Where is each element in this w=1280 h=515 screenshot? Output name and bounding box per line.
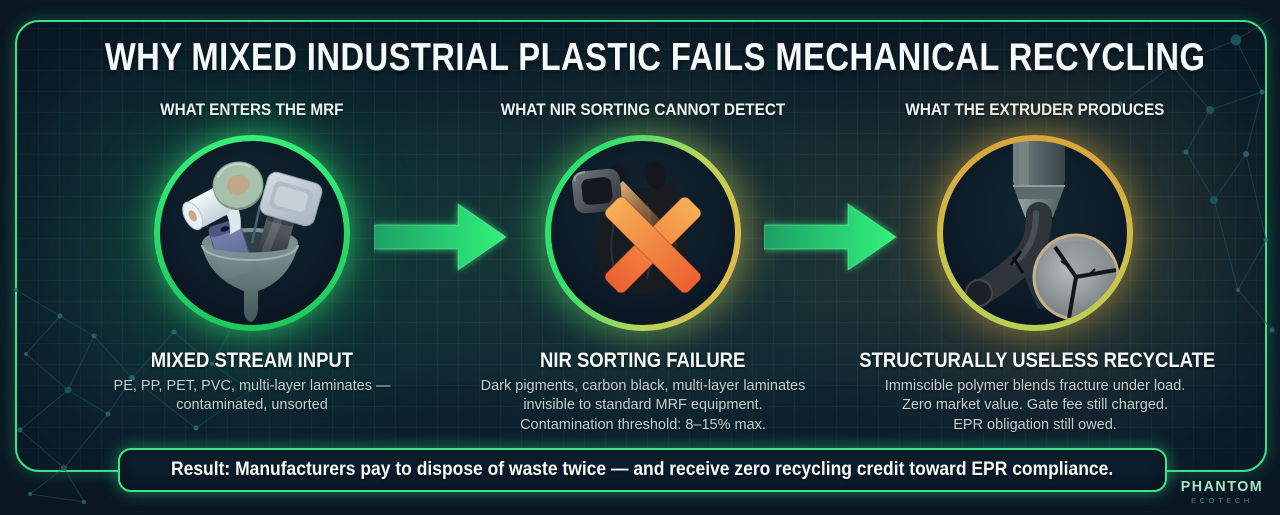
nir-scanner-black-bag-x-icon <box>572 162 702 294</box>
subtitle-mixed-stream-input: MIXED STREAM INPUT <box>150 349 354 372</box>
brand-tagline: ECOTECH <box>1191 496 1253 505</box>
extruder-cracked-strand-icon <box>965 141 1120 321</box>
cracked-cross-section <box>1032 233 1120 321</box>
subtitle-useless-recyclate: STRUCTURALLY USELESS RECYCLATE <box>859 349 1216 372</box>
phantom-ecotech-logo: PHANTOM ECOTECH <box>1172 478 1272 505</box>
circle-nir-failure <box>545 135 741 331</box>
subtitle-nir-sorting-failure: NIR SORTING FAILURE <box>540 349 746 372</box>
nir-scanner-head <box>572 168 622 214</box>
page-title: WHY MIXED INDUSTRIAL PLASTIC FAILS MECHA… <box>104 36 1206 79</box>
result-text: Result: Manufacturers pay to dispose of … <box>171 459 1114 480</box>
body-mixed-stream-input: PE, PP, PET, PVC, multi-layer laminates … <box>113 378 391 414</box>
flow-arrow-right-icon <box>374 203 507 271</box>
circle-useless-recyclate <box>937 135 1133 331</box>
circle-mixed-stream <box>154 135 350 331</box>
mixed-plastics-funnel-icon <box>182 161 323 322</box>
column-header-extruder: WHAT THE EXTRUDER PRODUCES <box>905 100 1165 119</box>
column-header-nir: WHAT NIR SORTING CANNOT DETECT <box>500 100 786 119</box>
brand-name: PHANTOM <box>1180 478 1264 495</box>
body-useless-recyclate: Immiscible polymer blends fracture under… <box>884 378 1186 433</box>
body-nir-sorting-failure: Dark pigments, carbon black, multi-layer… <box>480 378 806 433</box>
rejection-x-mark <box>604 196 702 294</box>
flow-arrow-right-icon <box>764 203 897 271</box>
result-banner: Result: Manufacturers pay to dispose of … <box>118 448 1167 492</box>
column-header-mrf: WHAT ENTERS THE MRF <box>160 100 344 119</box>
